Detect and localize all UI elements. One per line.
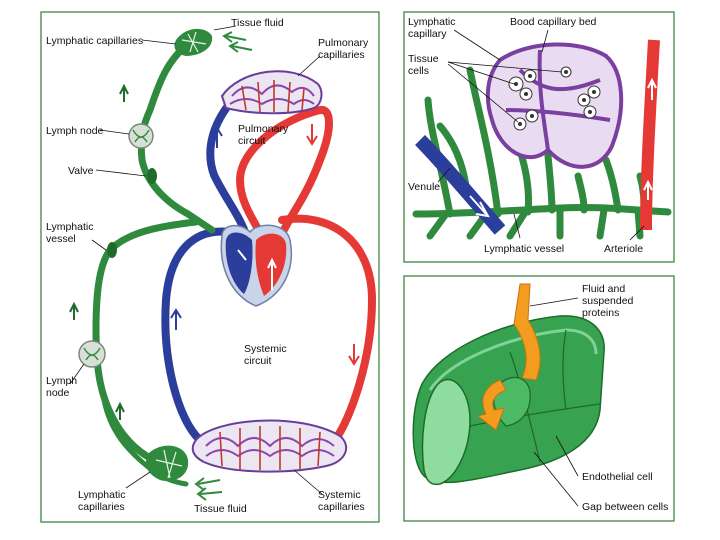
fluid-arrow bbox=[513, 283, 541, 381]
pulmonary-capillary-bed bbox=[220, 70, 323, 115]
vessel-panel-frame bbox=[403, 275, 675, 522]
heart bbox=[220, 224, 293, 307]
systemic-vein-loop bbox=[161, 227, 234, 444]
leader-lymphatic-capillary bbox=[453, 29, 501, 61]
valve-marker-2 bbox=[107, 242, 117, 258]
leader-gap-between-cells bbox=[533, 451, 579, 507]
label-gap-between-cells: Gap between cells bbox=[582, 501, 668, 513]
heart-arrow-right bbox=[267, 257, 277, 290]
arrow-down-systemic bbox=[348, 344, 360, 366]
label-lymphatic-capillaries-top: Lymphatic capillaries bbox=[46, 35, 143, 47]
lymphatic-system bbox=[69, 28, 253, 501]
blood-capillary-bed bbox=[485, 42, 624, 169]
capillary-panel-frame bbox=[403, 11, 675, 263]
label-valve: Valve bbox=[68, 165, 94, 177]
systemic-capillary-bed bbox=[191, 419, 348, 473]
leader-arteriole bbox=[629, 225, 645, 241]
label-venule: Venule bbox=[408, 181, 440, 193]
tissue-fluid-arrows-bottom bbox=[194, 477, 223, 501]
lymph-arrow-2 bbox=[69, 301, 79, 320]
label-tissue-fluid-top: Tissue fluid bbox=[231, 17, 284, 29]
leader-systemic-capillaries bbox=[293, 469, 323, 495]
leader-tissue-cells-1 bbox=[447, 61, 515, 85]
lymph-arrow-3 bbox=[115, 401, 125, 420]
leader-fluid-proteins bbox=[529, 297, 579, 307]
valve-marker bbox=[147, 168, 157, 184]
leader-endothelial-cell bbox=[555, 435, 579, 477]
leader-tissue-cells-2 bbox=[447, 63, 519, 123]
leader-venule bbox=[437, 167, 451, 183]
arrow-down-pulmonary bbox=[306, 124, 318, 146]
label-tissue-fluid-bottom: Tissue fluid bbox=[194, 503, 247, 515]
lymph-node-bottom bbox=[78, 340, 106, 368]
lymph-arrow-1 bbox=[119, 83, 129, 102]
arrow-up-pulmonary bbox=[211, 126, 223, 148]
pulmonary-artery-loop bbox=[235, 106, 333, 247]
tissue-fluid-arrows-top bbox=[222, 31, 253, 53]
leader-tissue-fluid-top bbox=[213, 25, 237, 31]
main-circulation-diagram: Tissue fluid Lymphatic capillaries Pulmo… bbox=[46, 17, 377, 515]
leader-pulmonary-capillaries bbox=[297, 55, 321, 77]
label-lymph-node-top: Lymph node bbox=[46, 125, 104, 137]
leader-lymph-capillaries-top bbox=[141, 39, 177, 45]
leader-valve bbox=[95, 169, 147, 177]
label-blood-capillary-bed: Bood capillary bed bbox=[510, 16, 597, 28]
lymphatic-vessel-network bbox=[412, 66, 672, 240]
venule bbox=[415, 135, 506, 235]
heart-arrow-left bbox=[237, 249, 247, 261]
leader-lymph-node-bottom bbox=[69, 363, 85, 385]
leader-lymphatic-vessel-small bbox=[513, 213, 521, 239]
label-endothelial-cell: Endothelial cell bbox=[582, 471, 653, 483]
leader-blood-capillary-bed bbox=[541, 29, 549, 53]
leader-lymph-node-top bbox=[99, 129, 130, 135]
arrow-up-systemic bbox=[170, 308, 182, 330]
arteriole bbox=[640, 39, 660, 231]
leader-lymphatic-vessel bbox=[91, 239, 107, 251]
main-panel-frame bbox=[40, 11, 380, 523]
systemic-artery-loop bbox=[278, 214, 377, 444]
leader-lymph-capillaries-bottom bbox=[125, 471, 151, 489]
lymph-node-top bbox=[128, 123, 154, 149]
leader-tissue-cells-3 bbox=[447, 61, 563, 73]
fluid-arrow-head bbox=[476, 379, 507, 431]
label-lymphatic-vessel-small: Lymphatic vessel bbox=[484, 243, 564, 255]
label-arteriole: Arteriole bbox=[604, 243, 643, 255]
lower-lymphatic-vessel bbox=[92, 218, 200, 470]
